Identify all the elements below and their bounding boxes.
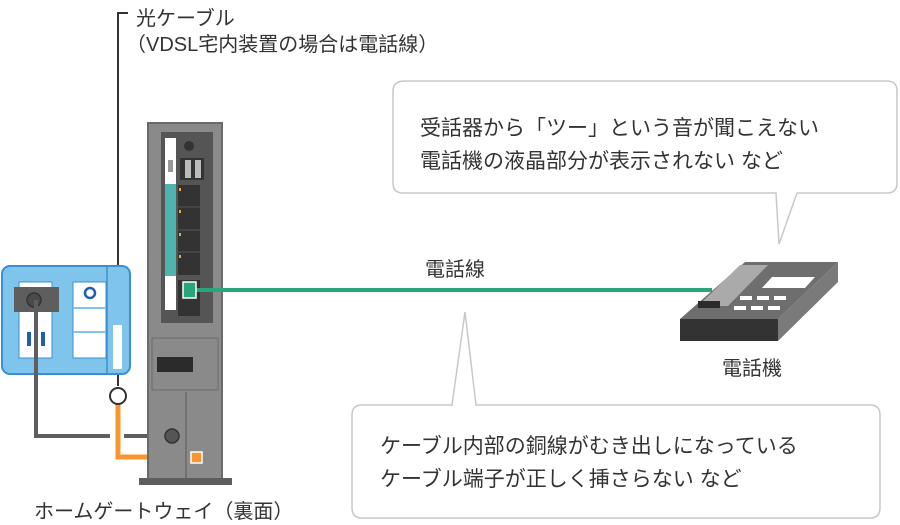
bubble-bottom-line1: ケーブル内部の銅線がむき出しになっている (380, 435, 798, 458)
home-gateway-device (139, 122, 232, 485)
highlight-circle (109, 387, 127, 405)
wall-outlet-plate (1, 265, 131, 375)
fiber-cable-note: （VDSL宅内装置の場合は電話線） (126, 34, 439, 56)
home-gateway-label: ホームゲートウェイ（裏面） (34, 501, 294, 523)
bubble-top-line1: 受話器から「ツー」という音が聞こえない (420, 117, 819, 140)
bubble-bottom-line2: ケーブル端子が正しく挿さらない など (380, 468, 742, 491)
bubble-top-line2: 電話機の液晶部分が表示されない など (420, 150, 783, 173)
fiber-cable-line (117, 12, 128, 386)
speech-bubble-top (392, 80, 898, 245)
speech-bubble-bottom (351, 311, 881, 519)
telephone-label: 電話機 (722, 358, 782, 380)
fiber-cable-label: 光ケーブル (136, 8, 235, 30)
phone-line-label: 電話線 (425, 259, 485, 281)
bubble-top-text: 受話器から「ツー」という音が聞こえない 電話機の液晶部分が表示されない など (420, 112, 819, 178)
telephone-icon (680, 262, 838, 341)
optical-port-icon (83, 286, 97, 300)
bubble-bottom-text: ケーブル内部の銅線がむき出しになっている ケーブル端子が正しく挿さらない など (380, 430, 798, 496)
phone-line-connector (182, 281, 197, 299)
